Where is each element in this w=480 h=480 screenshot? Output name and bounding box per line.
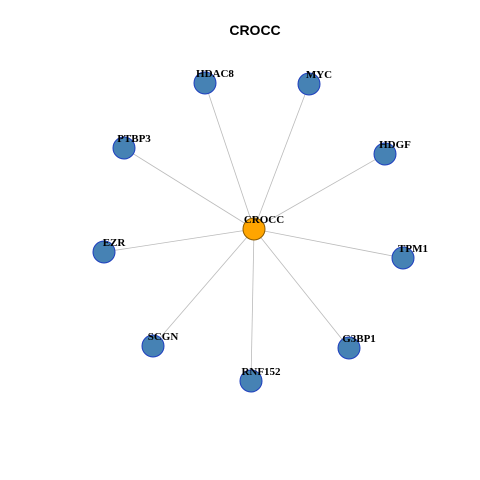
node-label-scgn: SCGN [148, 331, 179, 343]
node-hdgf[interactable]: HDGF [373, 139, 411, 166]
node-label-hdac8: HDAC8 [196, 68, 234, 80]
node-label-g3bp1: G3BP1 [342, 333, 376, 345]
node-circle-tpm1[interactable] [391, 246, 415, 270]
edge-crocc-g3bp1 [253, 228, 350, 349]
node-label-hdgf: HDGF [379, 139, 411, 151]
edge-crocc-ezr [103, 228, 255, 253]
node-myc[interactable]: MYC [297, 69, 332, 96]
node-circle-ezr[interactable] [92, 240, 116, 264]
diagram-title: CROCC [229, 22, 280, 38]
node-circle-crocc[interactable] [242, 217, 266, 241]
edge-crocc-hdgf [253, 153, 386, 230]
node-rnf152[interactable]: RNF152 [239, 366, 281, 393]
node-hdac8[interactable]: HDAC8 [193, 68, 234, 95]
edge-crocc-myc [253, 83, 310, 230]
node-g3bp1[interactable]: G3BP1 [337, 333, 376, 360]
node-circle-ptbp3[interactable] [112, 136, 136, 160]
edge-crocc-rnf152 [250, 228, 255, 382]
node-label-rnf152: RNF152 [241, 366, 281, 378]
node-scgn[interactable]: SCGN [141, 331, 179, 358]
node-circle-scgn[interactable] [141, 334, 165, 358]
node-ptbp3[interactable]: PTBP3 [112, 133, 151, 160]
hub-node-crocc[interactable]: CROCC [242, 214, 284, 241]
node-ezr[interactable]: EZR [92, 237, 127, 264]
node-circle-hdgf[interactable] [373, 142, 397, 166]
node-label-tpm1: TPM1 [398, 243, 428, 255]
edges-layer [103, 82, 404, 382]
node-circle-g3bp1[interactable] [337, 336, 361, 360]
node-label-ptbp3: PTBP3 [117, 133, 151, 145]
node-circle-myc[interactable] [297, 72, 321, 96]
node-label-ezr: EZR [103, 237, 127, 249]
edge-crocc-ptbp3 [123, 147, 255, 230]
node-label-myc: MYC [306, 69, 332, 81]
node-circle-rnf152[interactable] [239, 369, 263, 393]
edge-crocc-tpm1 [253, 228, 404, 259]
node-circle-hdac8[interactable] [193, 71, 217, 95]
node-tpm1[interactable]: TPM1 [391, 243, 428, 270]
node-label-crocc: CROCC [244, 214, 284, 226]
edge-crocc-scgn [152, 228, 255, 347]
edge-crocc-hdac8 [204, 82, 255, 230]
